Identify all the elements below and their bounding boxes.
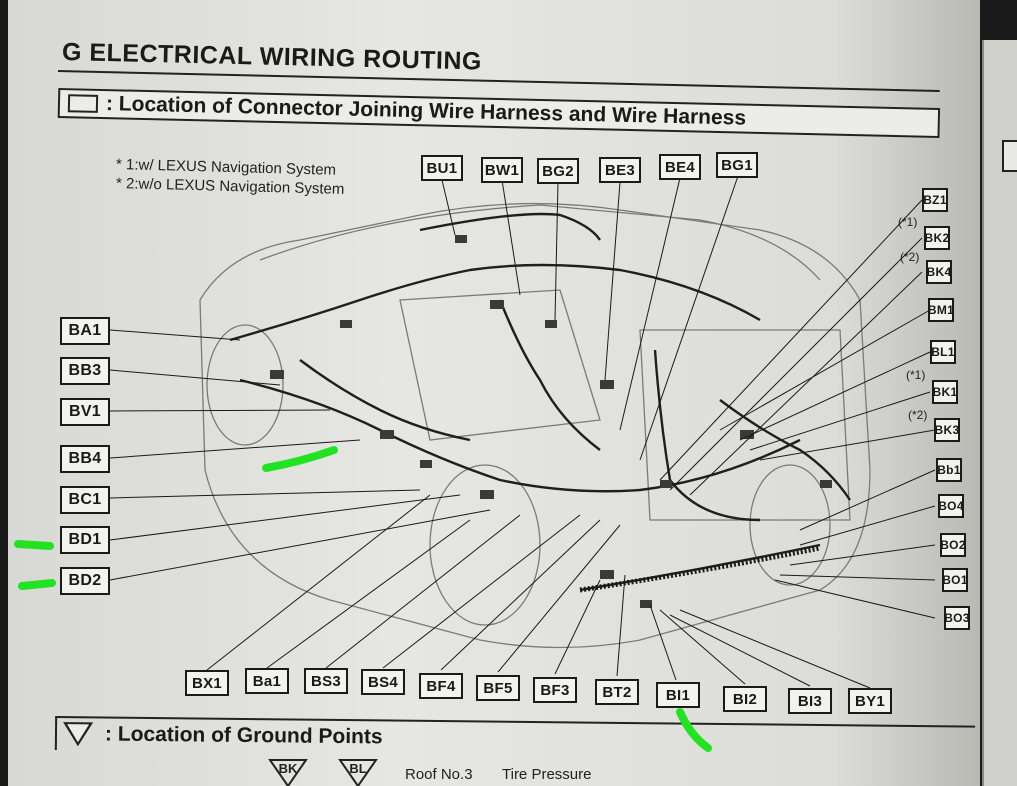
connector-label-be3: BE3 — [599, 157, 641, 183]
connector-label-bk4: BK4 — [926, 260, 952, 284]
connector-label-bi3: BI3 — [788, 688, 832, 714]
connector-label-bf4: BF4 — [419, 673, 463, 699]
highlight-mark-bi1 — [676, 708, 712, 752]
tag-bk4-option: (*2) — [900, 250, 920, 264]
connector-label-bk2: BK2 — [924, 226, 950, 250]
next-page-tab — [1002, 140, 1017, 172]
tag-bk2-option: (*1) — [898, 215, 918, 229]
tag-bk1-option: (*1) — [906, 368, 926, 382]
leader-lines — [109, 175, 936, 689]
next-page-edge — [982, 40, 1017, 786]
connector-label-bm1: BM1 — [928, 298, 954, 322]
connector-label-bv1: BV1 — [60, 398, 110, 426]
connector-label-bx1: BX1 — [185, 670, 229, 696]
connector-label-bw1: BW1 — [481, 157, 523, 183]
connector-label-bz1: BZ1 — [922, 188, 948, 212]
connector-label-bs4: BS4 — [361, 669, 405, 695]
connector-label-bi1: BI1 — [656, 682, 700, 708]
connector-label-bl1: BL1 — [930, 340, 956, 364]
vehicle-outline — [199, 202, 871, 649]
ground-roof-label: Roof No.3 — [405, 766, 473, 783]
connector-label-ba1: BA1 — [60, 317, 110, 345]
connector-label-bi2: BI2 — [723, 686, 767, 712]
harness-lines — [229, 212, 851, 592]
connector-label-bk1: BK1 — [932, 380, 958, 404]
ground-badge-bl-label: BL — [349, 760, 367, 776]
connector-label-bo1: BO1 — [942, 568, 968, 592]
connector-label-bo4: BO4 — [938, 494, 964, 518]
connector-label-bt2: BT2 — [595, 679, 639, 705]
connector-label-bf3: BF3 — [533, 677, 577, 703]
connector-label-bo3: BO3 — [944, 606, 970, 630]
connector-label-bb1: Bb1 — [936, 458, 962, 482]
connector-label-bs3: BS3 — [304, 668, 348, 694]
tag-bk3-option: (*2) — [908, 408, 928, 422]
connector-label-bo2: BO2 — [940, 533, 966, 557]
connector-label-bg1: BG1 — [716, 152, 758, 178]
connector-blocks — [270, 235, 832, 608]
ground-badge-bl-icon — [338, 759, 378, 786]
highlight-mark-harness — [262, 446, 338, 472]
connector-label-be4: BE4 — [659, 154, 701, 180]
ground-badge-bk-icon — [268, 759, 308, 786]
connector-label-bf5: BF5 — [476, 675, 520, 701]
connector-label-bb3: BB3 — [60, 357, 110, 385]
connector-label-bd2: BD2 — [60, 567, 110, 595]
connector-label-bg2: BG2 — [537, 158, 579, 184]
connector-label-bc1: BC1 — [60, 486, 110, 514]
highlight-mark-bd1 — [14, 540, 54, 550]
highlight-mark-bd2 — [18, 579, 56, 590]
corrugated-tube — [579, 545, 821, 593]
ground-badge-bl: BL — [338, 758, 378, 786]
connector-label-ba1-lower: Ba1 — [245, 668, 289, 694]
connector-label-bb4: BB4 — [60, 445, 110, 473]
ground-tire-label: Tire Pressure — [502, 766, 592, 783]
ground-badge-bk: BK — [268, 758, 308, 786]
connector-label-bk3: BK3 — [934, 418, 960, 442]
connector-label-by1: BY1 — [848, 688, 892, 714]
connector-label-bu1: BU1 — [421, 155, 463, 181]
ground-badge-bk-label: BK — [278, 760, 298, 776]
connector-label-bd1: BD1 — [60, 526, 110, 554]
